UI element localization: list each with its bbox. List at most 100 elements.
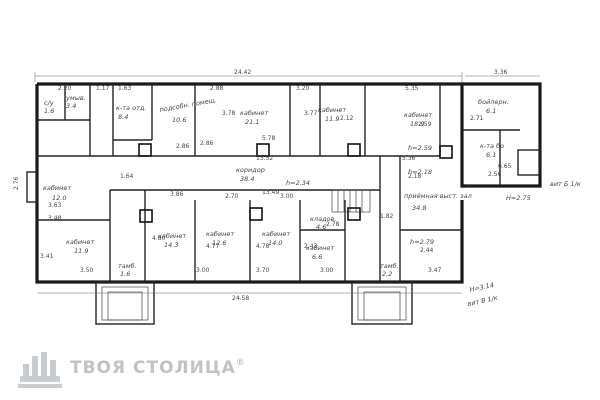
height-notes: h=2.34 h=2.18 h=2.59 h=2.79 [286, 144, 434, 246]
bottom-partitions [37, 155, 462, 282]
segment-dimension-label: 2.78 [326, 221, 340, 228]
bottom-dimension-line: 24.58 [37, 292, 462, 302]
room-label-6: кабинет [158, 232, 186, 240]
segment-dimension-label: 2.70 [225, 193, 239, 200]
room-label-5: кабинет [66, 238, 94, 246]
note-vit-b: вит Б 1/к [550, 180, 581, 188]
segment-dimension-label: 13.49 [262, 189, 279, 196]
segment-dimension-label: 2.18 [408, 173, 422, 180]
segment-dimension-label: 3.41 [40, 253, 54, 260]
staircase [331, 189, 371, 213]
segment-dimension-label: 1.82 [380, 213, 394, 220]
room-area-17: 2.2 [382, 270, 392, 278]
room-area-6: 14.3 [164, 241, 178, 249]
watermark-registered-mark: ® [235, 358, 246, 368]
segment-dimension-label: 2.12 [340, 115, 354, 122]
room-area-7: 12.6 [212, 239, 226, 247]
segment-dimension-label: 1.17 [96, 85, 110, 92]
corridor-area: 38.4 [240, 175, 254, 183]
segment-dimension-label: 2.20 [58, 85, 72, 92]
segment-dimension-label: 5.35 [405, 85, 419, 92]
segment-dimension-label: 3.00 [196, 267, 210, 274]
room-area-5: 11.9 [74, 247, 88, 255]
top-dimension-line: 24.42 3.36 [34, 69, 540, 82]
dim-annex-top: 3.36 [494, 69, 508, 76]
columns [138, 143, 453, 223]
segment-dimension-label: 6.65 [498, 163, 512, 170]
watermark-logo-icon [18, 352, 62, 388]
segment-dimension-label: 4.78 [256, 243, 270, 250]
segment-dimension-label: 3.00 [280, 193, 294, 200]
segment-dimension-label: 2.86 [176, 143, 190, 150]
segment-dimension-label: 2.59 [418, 121, 432, 128]
room-area-8: 14.0 [268, 239, 282, 247]
segment-dimension-label: 1.64 [120, 173, 134, 180]
note-h-275: Н=2.75 [506, 194, 531, 202]
side-notes: вит Б 1/к Н=2.75 Н=3.14 вит В 1/к [467, 180, 581, 308]
segment-dimension-label: 2.86 [200, 140, 214, 147]
room-label-2: кабинет [318, 106, 346, 114]
room-label-16: тамб. [118, 262, 137, 270]
segment-dimension-label: 13.52 [256, 155, 273, 162]
segment-dimension-label: 3.47 [428, 267, 442, 274]
room-label-7: кабинет [206, 230, 234, 238]
room-label-3: кабинет [404, 111, 432, 119]
watermark: ТВОЯ СТОЛИЦА® [18, 346, 246, 390]
segment-dimension-label: 5.78 [262, 135, 276, 142]
segment-dimension-label: 3.78 [222, 110, 236, 117]
segment-dimension-label: 3.63 [48, 202, 62, 209]
room-label-17: тамб. [380, 262, 399, 270]
height-note-3: h=2.59 [408, 144, 432, 152]
dim-left-side: 2.76 [13, 176, 20, 190]
room-label-9: кабинет [306, 244, 334, 252]
room-area-3: 18.9 [410, 120, 424, 128]
segment-dimension-label: 2.44 [420, 247, 434, 254]
segment-dimension-label: 2.56 [488, 171, 502, 178]
room-label-12: приёмная выст. зал [404, 192, 472, 200]
annex-inner [462, 129, 541, 186]
room-label-20: с/у [44, 99, 54, 107]
dim-top-overall: 24.42 [234, 69, 251, 76]
segment-dimension-label: 3.86 [170, 191, 184, 198]
room-area-4: 12.0 [52, 194, 66, 202]
segment-dimension-label: 3.00 [320, 267, 334, 274]
segment-dimension-label: 2.71 [470, 115, 484, 122]
watermark-text: ТВОЯ СТОЛИЦА [70, 358, 236, 378]
height-note-2: h=2.18 [408, 168, 432, 176]
room-area-18: 8.4 [118, 113, 128, 121]
room-label-18: к-та отд. [116, 104, 146, 112]
room-area-12: 34.8 [412, 204, 426, 212]
corridor-label: коридор [236, 166, 265, 174]
room-label-4: кабинет [43, 184, 71, 192]
corridor-walls [90, 155, 381, 191]
room-area-14: 6.1 [486, 107, 496, 115]
room-area-2: 11.9 [325, 115, 339, 123]
segment-dimension-label: 3.70 [256, 267, 270, 274]
segment-dimension-label: 5.36 [402, 155, 416, 162]
dim-bottom-overall: 24.58 [232, 295, 249, 302]
room-area-1: 21.1 [245, 118, 259, 126]
segment-dimension-label: 3.20 [296, 85, 310, 92]
room-area-20: 1.6 [44, 107, 54, 115]
segment-dimension-label: 3.50 [80, 267, 94, 274]
room-label-19: умыв. [65, 94, 86, 102]
room-area-13: 4.6 [316, 223, 326, 231]
room-area-11: 10.6 [172, 116, 186, 124]
porch-right [351, 281, 413, 325]
room-area-16: 1.6 [120, 270, 130, 278]
segment-dimension-label: 1.63 [118, 85, 132, 92]
segment-dimension-label: 4.77 [206, 243, 220, 250]
room-area-9: 6.6 [312, 253, 322, 261]
porch-left [95, 281, 155, 325]
segment-dimension-label: 3.48 [48, 215, 62, 222]
left-notch: 2.76 [13, 171, 38, 203]
top-partitions [37, 84, 441, 157]
room-area-15: 6.1 [486, 151, 496, 159]
segment-dimension-label: 3.77 [304, 110, 318, 117]
room-label-1: кабинет [240, 109, 268, 117]
segment-dimension-label: 4.80 [152, 235, 166, 242]
room-label-13: кладов. [310, 215, 336, 223]
room-label-11: подсобн. помещ. [159, 96, 217, 114]
